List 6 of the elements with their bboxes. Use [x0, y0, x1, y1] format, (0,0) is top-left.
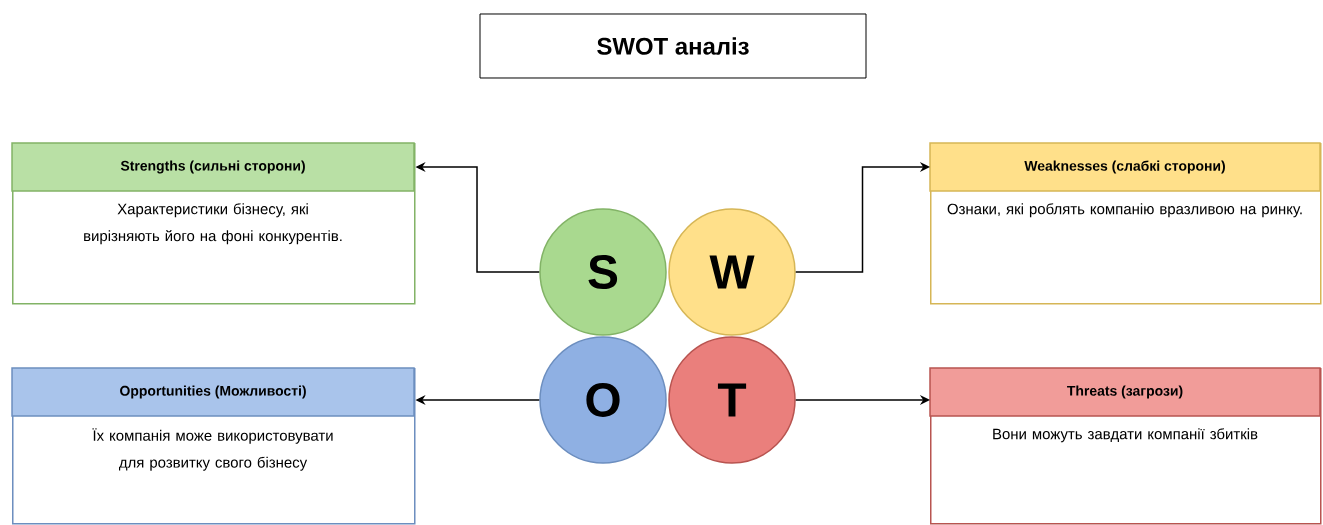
title-box: SWOT аналіз — [479, 13, 867, 79]
card: Weaknesses (слабкі сторони) Ознаки, які роблять компанію вразливою на ринку. — [929, 142, 1322, 305]
arrow — [795, 161, 930, 273]
card: Threats (загрози) Вони можуть завдати компанії збитків — [929, 367, 1322, 525]
card: Opportunities (Можливості) Їх компанія може використовувати для розвитку свого бізнесу — [11, 367, 416, 525]
card: Strengths (сильні сторони) Характеристики бізнесу, які вирізняють його на фоні конкурентів. — [11, 142, 416, 305]
